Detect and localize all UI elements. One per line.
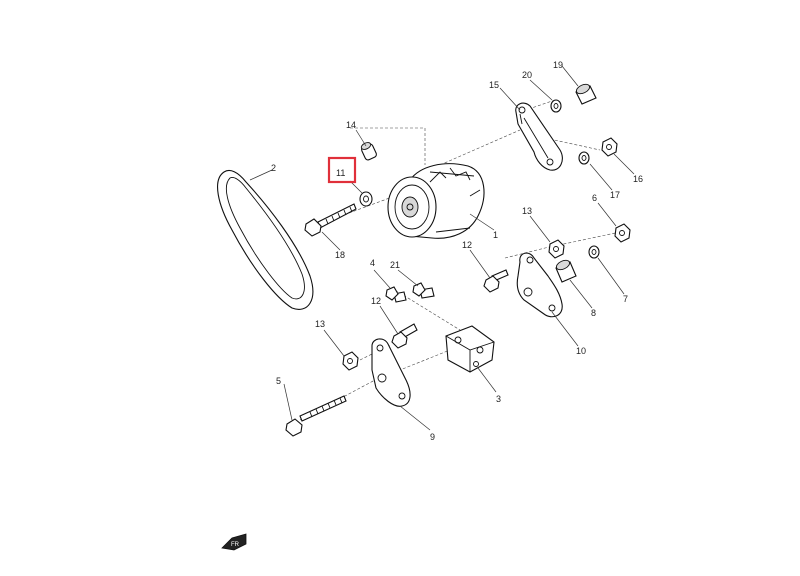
bolt-part-21 bbox=[412, 282, 435, 299]
callout-13-lower: 13 bbox=[315, 319, 325, 329]
nut-part-13-upper bbox=[548, 239, 565, 259]
spacer-part-8 bbox=[555, 259, 577, 283]
callout-20: 20 bbox=[522, 70, 532, 80]
callout-18: 18 bbox=[335, 250, 345, 260]
callout-labels: 1 2 3 4 5 6 7 8 9 10 11 12 12 13 13 14 1… bbox=[271, 60, 643, 442]
callout-4: 4 bbox=[370, 258, 375, 268]
tensioner-block-part-3 bbox=[445, 325, 495, 373]
highlight-box-part-11 bbox=[327, 156, 357, 184]
callout-10: 10 bbox=[576, 346, 586, 356]
callout-11: 11 bbox=[336, 168, 345, 178]
nut-part-13-lower bbox=[342, 351, 359, 371]
callout-1: 1 bbox=[493, 230, 498, 240]
spacer-part-19 bbox=[575, 83, 597, 105]
washer-part-7 bbox=[588, 245, 600, 259]
dowel-part-14 bbox=[360, 142, 377, 161]
bolt-part-18 bbox=[304, 203, 357, 237]
nut-part-16 bbox=[601, 137, 618, 157]
bolt-part-4 bbox=[385, 286, 407, 303]
bracket-part-15 bbox=[515, 102, 563, 171]
callout-2: 2 bbox=[271, 163, 276, 173]
callout-21: 21 bbox=[390, 260, 400, 270]
callout-16: 16 bbox=[633, 174, 643, 184]
washer-part-20 bbox=[550, 99, 562, 113]
callout-8: 8 bbox=[591, 308, 596, 318]
front-direction-arrow-icon: FR bbox=[221, 533, 247, 551]
callout-6: 6 bbox=[592, 193, 597, 203]
callout-3: 3 bbox=[496, 394, 501, 404]
assembly-guide-lines bbox=[299, 99, 621, 421]
v-belt-part-2 bbox=[217, 169, 314, 310]
callout-12-middle: 12 bbox=[371, 296, 381, 306]
bolt-part-12-middle bbox=[391, 323, 418, 349]
callout-13-upper: 13 bbox=[522, 206, 532, 216]
callout-7: 7 bbox=[623, 294, 628, 304]
callout-9: 9 bbox=[430, 432, 435, 442]
nut-part-6 bbox=[614, 223, 631, 243]
bracket-part-9 bbox=[371, 338, 411, 407]
front-marker-label: FR bbox=[231, 542, 240, 548]
leader-lines bbox=[249, 65, 635, 431]
callout-14: 14 bbox=[346, 120, 356, 130]
bracket-part-10 bbox=[516, 252, 563, 318]
callout-5: 5 bbox=[276, 376, 281, 386]
callout-12-upper: 12 bbox=[462, 240, 472, 250]
callout-19: 19 bbox=[553, 60, 563, 70]
callout-15: 15 bbox=[489, 80, 499, 90]
bolt-part-5 bbox=[285, 395, 347, 437]
callout-17: 17 bbox=[610, 190, 620, 200]
bolt-part-12-upper bbox=[483, 269, 509, 293]
washer-part-11 bbox=[359, 191, 373, 207]
washer-part-17 bbox=[578, 151, 590, 165]
compressor-part-1 bbox=[387, 163, 485, 239]
